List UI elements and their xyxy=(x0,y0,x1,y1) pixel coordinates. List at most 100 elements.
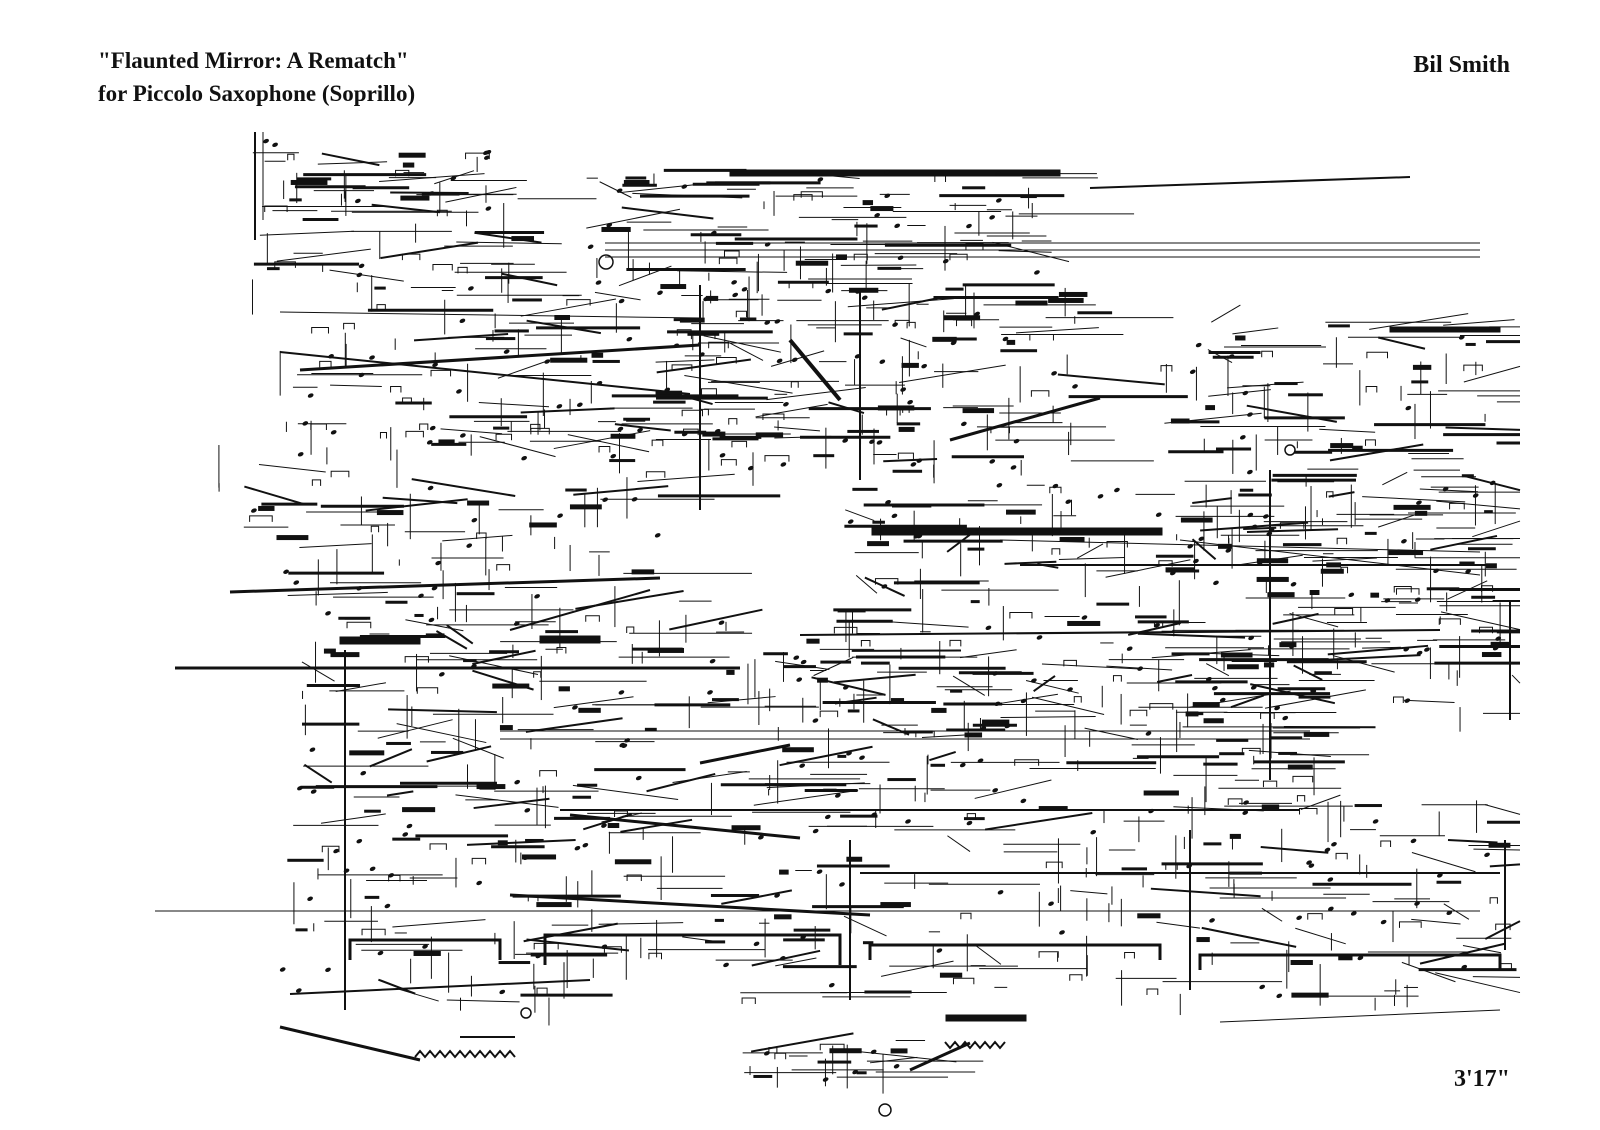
bracket-mark xyxy=(934,175,947,183)
notehead-mark xyxy=(852,1069,858,1075)
beam-mark xyxy=(276,535,309,541)
diagonal-mark xyxy=(446,624,474,645)
beam-mark xyxy=(386,741,411,745)
diagonal-mark xyxy=(598,922,684,925)
beam-mark xyxy=(1484,510,1493,514)
diagonal-mark xyxy=(699,743,791,765)
diagonal-mark xyxy=(1295,927,1346,945)
beam-mark xyxy=(1461,474,1474,478)
circle-mark xyxy=(598,254,614,270)
notehead-mark xyxy=(377,950,384,956)
bracket-mark xyxy=(774,1052,787,1060)
bracket-mark xyxy=(1063,659,1077,667)
diagonal-mark xyxy=(984,811,1093,831)
beam-mark xyxy=(739,317,757,321)
beam-mark xyxy=(1309,590,1320,596)
bracket-mark xyxy=(264,205,288,212)
notehead-mark xyxy=(1380,919,1387,925)
notehead-mark xyxy=(272,142,278,148)
diagonal-mark xyxy=(1058,557,1125,561)
bracket-mark xyxy=(404,656,429,663)
diagonal-mark xyxy=(1084,727,1138,741)
beam-mark xyxy=(981,719,1010,725)
bracket-mark xyxy=(361,928,386,936)
notehead-mark xyxy=(1495,636,1502,641)
beam-mark xyxy=(607,823,620,829)
bracket-mark xyxy=(471,857,487,865)
diagonal-mark xyxy=(442,534,513,542)
beam-mark xyxy=(962,186,986,190)
beam-mark xyxy=(1227,664,1259,670)
bracket-mark xyxy=(1393,586,1412,593)
notehead-mark xyxy=(817,177,824,182)
notehead-mark xyxy=(1357,955,1364,961)
beam-mark xyxy=(702,431,726,437)
notehead-mark xyxy=(1195,342,1202,348)
bracket-mark xyxy=(645,471,666,478)
notehead-mark xyxy=(431,585,438,591)
bracket-mark xyxy=(1009,611,1033,619)
diagonal-mark xyxy=(1403,699,1455,704)
diagonal-mark xyxy=(1205,663,1230,677)
diagonal-mark xyxy=(1484,804,1521,815)
bracket-mark xyxy=(966,813,977,820)
notehead-mark xyxy=(904,529,911,534)
notehead-mark xyxy=(1247,412,1253,417)
diagonal-mark xyxy=(1105,559,1191,578)
notehead-mark xyxy=(438,672,445,677)
notehead-mark xyxy=(861,295,868,300)
bracket-mark xyxy=(956,319,973,327)
notehead-mark xyxy=(1186,863,1193,869)
diagonal-mark xyxy=(1070,890,1108,895)
diagonal-mark xyxy=(620,818,693,833)
bracket-mark xyxy=(819,710,839,718)
notehead-mark xyxy=(426,440,433,445)
beam-mark xyxy=(1288,393,1323,397)
beam-mark xyxy=(852,487,878,491)
notehead-mark xyxy=(358,372,365,378)
diagonal-mark xyxy=(855,575,878,594)
bracket-mark xyxy=(388,874,401,882)
beam-mark xyxy=(402,162,415,168)
bracket-mark xyxy=(1198,953,1502,970)
notehead-mark xyxy=(698,352,705,357)
bracket-mark xyxy=(718,257,738,265)
zigzag-mark xyxy=(944,1040,1006,1050)
diagonal-mark xyxy=(1201,926,1297,948)
bracket-mark xyxy=(614,810,628,818)
notehead-mark xyxy=(1034,270,1040,275)
notehead-mark xyxy=(824,814,831,820)
beam-mark xyxy=(425,633,445,637)
beam-mark xyxy=(755,432,784,438)
beam-mark xyxy=(943,315,981,321)
diagonal-mark xyxy=(703,335,782,353)
bracket-mark xyxy=(343,322,355,330)
bracket-mark xyxy=(1029,334,1054,341)
bracket-mark xyxy=(1365,385,1378,393)
beam-mark xyxy=(1219,752,1245,756)
notehead-mark xyxy=(891,513,898,519)
notehead-mark xyxy=(1484,852,1490,858)
bracket-mark xyxy=(476,532,487,539)
diagonal-mark xyxy=(1382,471,1408,486)
beam-mark xyxy=(323,648,336,654)
beam-mark xyxy=(840,814,878,818)
notehead-mark xyxy=(576,402,583,407)
beam-mark xyxy=(1203,718,1224,724)
bracket-mark xyxy=(1392,696,1404,703)
bracket-mark xyxy=(764,455,790,462)
diagonal-mark xyxy=(1473,848,1521,851)
beam-mark xyxy=(1135,615,1167,619)
beam-mark xyxy=(753,1074,773,1078)
beam-mark xyxy=(1269,736,1303,740)
notehead-mark xyxy=(1331,842,1337,847)
notehead-mark xyxy=(460,433,466,438)
bracket-mark xyxy=(1365,439,1376,446)
notehead-mark xyxy=(297,785,303,791)
circle-mark xyxy=(1284,444,1296,456)
beam-mark xyxy=(837,754,847,758)
bracket-mark xyxy=(1334,608,1354,615)
diagonal-mark xyxy=(755,403,828,418)
beam-mark xyxy=(892,469,923,473)
diagonal-mark xyxy=(899,364,1006,383)
